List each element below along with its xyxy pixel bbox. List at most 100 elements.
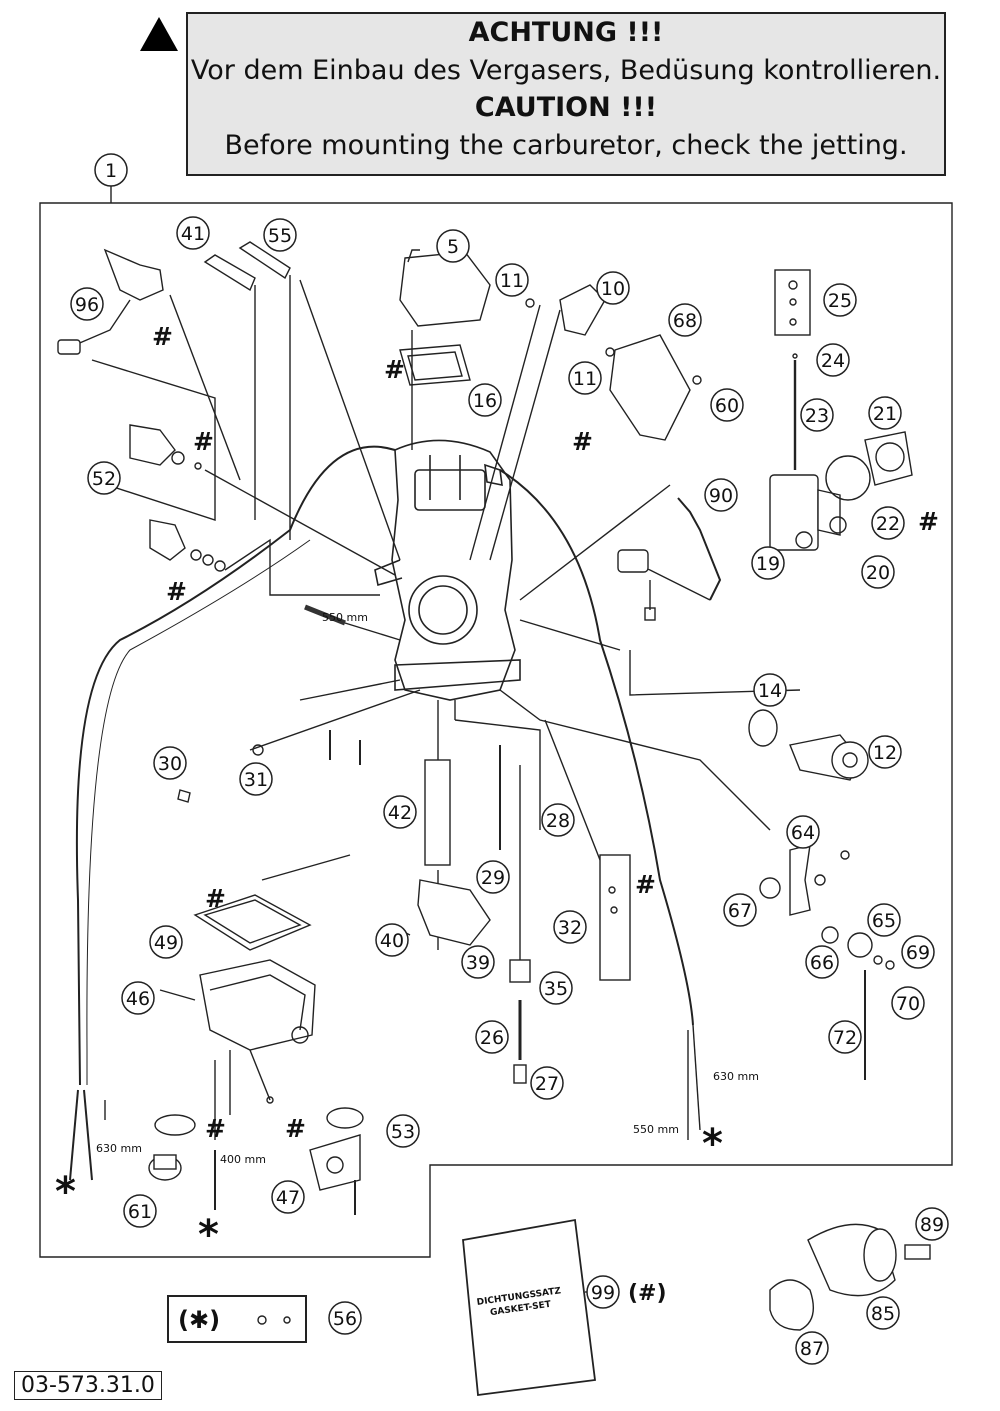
part-callout-circle (386, 1114, 420, 1148)
part-callout-25 (823, 283, 857, 317)
throttle-cam-10 (559, 284, 606, 336)
part-callout-circle (153, 746, 187, 780)
part-callout-65 (867, 903, 901, 937)
part-callout-circle (149, 925, 183, 959)
part-callout-1 (94, 153, 128, 187)
part-callout-circle (475, 1020, 509, 1054)
cover-68 (609, 334, 691, 441)
part-callout-circle (263, 218, 297, 252)
hash-mark: # (285, 1114, 306, 1143)
part-number-label: 99 (591, 1282, 615, 1304)
part-callout-46 (121, 981, 155, 1015)
warning-triangle-icon (140, 17, 178, 51)
float-body-19 (769, 474, 819, 551)
part-callout-99 (586, 1275, 620, 1309)
part-callout-circle (704, 478, 738, 512)
part-callout-circle (468, 383, 502, 417)
part-number-label: 41 (181, 223, 205, 245)
part-callout-47 (271, 1180, 305, 1214)
part-callout-circle (596, 271, 630, 305)
part-callout-68 (668, 303, 702, 337)
top-cover-5 (399, 251, 491, 327)
hash-mark: # (166, 577, 187, 606)
part-callout-53 (386, 1114, 420, 1148)
part-number-label: 40 (380, 930, 404, 952)
part-callout-circle (868, 735, 902, 769)
part-callout-19 (751, 546, 785, 580)
part-callout-12 (868, 735, 902, 769)
part-callout-circle (541, 803, 575, 837)
part-number-label: 31 (244, 769, 268, 791)
part-callout-circle (786, 815, 820, 849)
gasket-top-bowl (193, 894, 312, 951)
part-callout-circle (495, 263, 529, 297)
part-callout-circle (271, 1180, 305, 1214)
part-number-label: 53 (391, 1121, 415, 1143)
part-number-label: 21 (873, 403, 897, 425)
part-callout-24 (816, 343, 850, 377)
part-callout-circle (751, 546, 785, 580)
gasket-set-ref: (#) (628, 1281, 667, 1306)
gasket-bag (462, 1218, 597, 1397)
part-callout-circle (94, 153, 128, 187)
part-callout-30 (153, 746, 187, 780)
part-number-label: 46 (126, 988, 150, 1010)
part-callout-circle (568, 361, 602, 395)
part-callout-52 (87, 461, 121, 495)
part-callout-22 (871, 506, 905, 540)
part-callout-39 (461, 945, 495, 979)
part-number-label: 70 (896, 993, 920, 1015)
part-number-label: 16 (473, 390, 497, 412)
gasket-87 (769, 1279, 814, 1331)
valve-52 (129, 424, 176, 466)
part-callout-69 (901, 935, 935, 969)
spring-14 (748, 709, 778, 747)
part-callout-circle (828, 1020, 862, 1054)
part-number-label: 29 (481, 867, 505, 889)
part-callout-circle (123, 1194, 157, 1228)
hose-length-550-top: 550 mm (322, 611, 368, 624)
part-number-label: 68 (673, 310, 697, 332)
part-number-label: 11 (573, 368, 597, 390)
part-callout-circle (553, 910, 587, 944)
part-callout-circle (586, 1275, 620, 1309)
star-mark: * (702, 1121, 723, 1167)
part-callout-11 (495, 263, 529, 297)
part-callout-11 (568, 361, 602, 395)
part-callout-72 (828, 1020, 862, 1054)
part-callout-circle (121, 981, 155, 1015)
part-number-label: 72 (833, 1027, 857, 1049)
part-number-label: 60 (715, 395, 739, 417)
part-callout-circle (328, 1301, 362, 1335)
part-number-label: 47 (276, 1187, 300, 1209)
document-number: 03-573.31.0 (14, 1371, 162, 1400)
part-callout-circle (383, 795, 417, 829)
part-number-label: 5 (447, 236, 459, 258)
part-callout-circle (861, 555, 895, 589)
part-callout-5 (436, 229, 470, 263)
cover-21 (864, 431, 913, 486)
part-number-label: 28 (546, 810, 570, 832)
part-callout-circle (866, 1296, 900, 1330)
part-callout-67 (723, 893, 757, 927)
part-callout-85 (866, 1296, 900, 1330)
jet-35 (509, 959, 531, 983)
legend-box-56 (167, 1295, 307, 1343)
hash-mark: # (152, 322, 173, 351)
adjuster-41 (203, 254, 256, 292)
hash-mark: # (635, 870, 656, 899)
part-number-label: 11 (500, 270, 524, 292)
caution-box: ACHTUNG !!! Vor dem Einbau des Vergasers… (186, 12, 946, 176)
hash-mark: # (384, 355, 405, 384)
part-number-label: 25 (828, 290, 852, 312)
part-callout-circle (668, 303, 702, 337)
hash-mark: # (205, 1114, 226, 1143)
part-number-label: 67 (728, 900, 752, 922)
part-callout-14 (753, 673, 787, 707)
part-number-label: 27 (535, 1073, 559, 1095)
caution-text-de: Vor dem Einbau des Vergasers, Bedüsung k… (190, 54, 942, 86)
part-callout-circle (530, 1066, 564, 1100)
part-callout-42 (383, 795, 417, 829)
part-number-label: 30 (158, 753, 182, 775)
part-number-label: 85 (871, 1303, 895, 1325)
